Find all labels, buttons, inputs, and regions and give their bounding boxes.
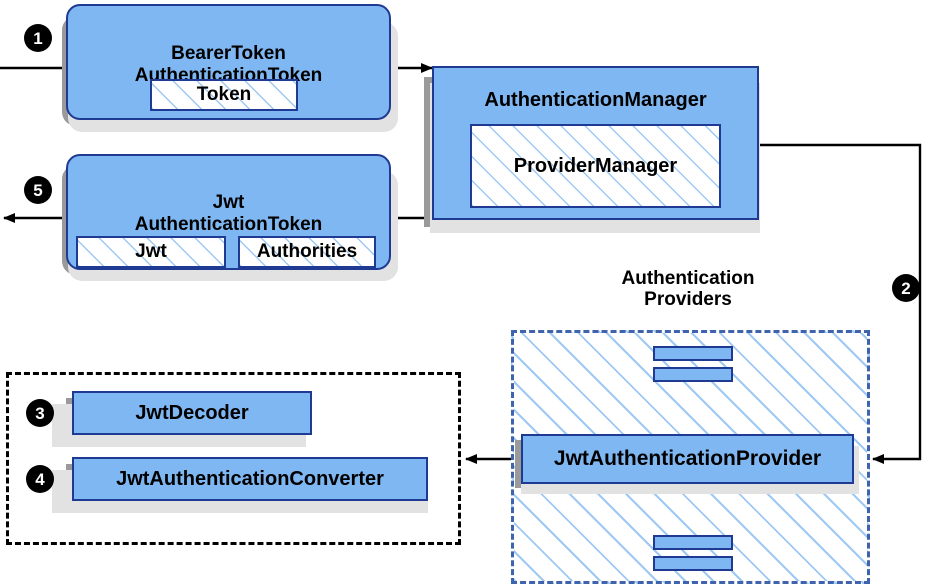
- step-marker-2: 2: [893, 275, 919, 301]
- jwt-inner-authorities[interactable]: Authorities: [238, 236, 376, 268]
- jwt-token-line1: Jwt: [212, 192, 245, 214]
- jwt-provider-label: JwtAuthenticationProvider: [553, 447, 822, 470]
- provider-stack-bottom-bar-1: [653, 535, 733, 550]
- step-marker-1: 1: [25, 25, 51, 51]
- jwt-decoder-label: JwtDecoder: [135, 401, 249, 424]
- auth-manager-title: AuthenticationManager: [484, 89, 707, 111]
- jwt-helpers-group-box: [6, 372, 461, 545]
- jwt-decoder-node[interactable]: JwtDecoder: [72, 391, 312, 435]
- provider-stack-bottom-bar-2: [653, 556, 733, 571]
- bearer-token-inner-token[interactable]: Token: [150, 79, 298, 111]
- step-marker-5: 5: [25, 177, 51, 203]
- providers-group-label: Authentication Providers: [621, 268, 755, 311]
- jwt-converter-node[interactable]: JwtAuthenticationConverter: [72, 457, 428, 501]
- step-marker-4: 4: [27, 466, 53, 492]
- provider-stack-top-bar-1: [653, 346, 733, 361]
- token-label: Token: [196, 84, 252, 105]
- bearer-token-line1: BearerToken: [171, 43, 286, 65]
- provider-stack-top-bar-2: [653, 367, 733, 382]
- provider-manager-inner[interactable]: ProviderManager: [470, 124, 721, 208]
- provider-manager-label: ProviderManager: [513, 154, 678, 177]
- jwt-provider-node[interactable]: JwtAuthenticationProvider: [521, 434, 854, 484]
- jwt-inner-jwt[interactable]: Jwt: [76, 236, 226, 268]
- jwt-converter-label: JwtAuthenticationConverter: [116, 467, 384, 490]
- step-marker-3: 3: [27, 400, 53, 426]
- jwt-label: Jwt: [135, 241, 167, 262]
- jwt-token-line2: AuthenticationToken: [134, 214, 323, 235]
- authorities-label: Authorities: [256, 241, 358, 262]
